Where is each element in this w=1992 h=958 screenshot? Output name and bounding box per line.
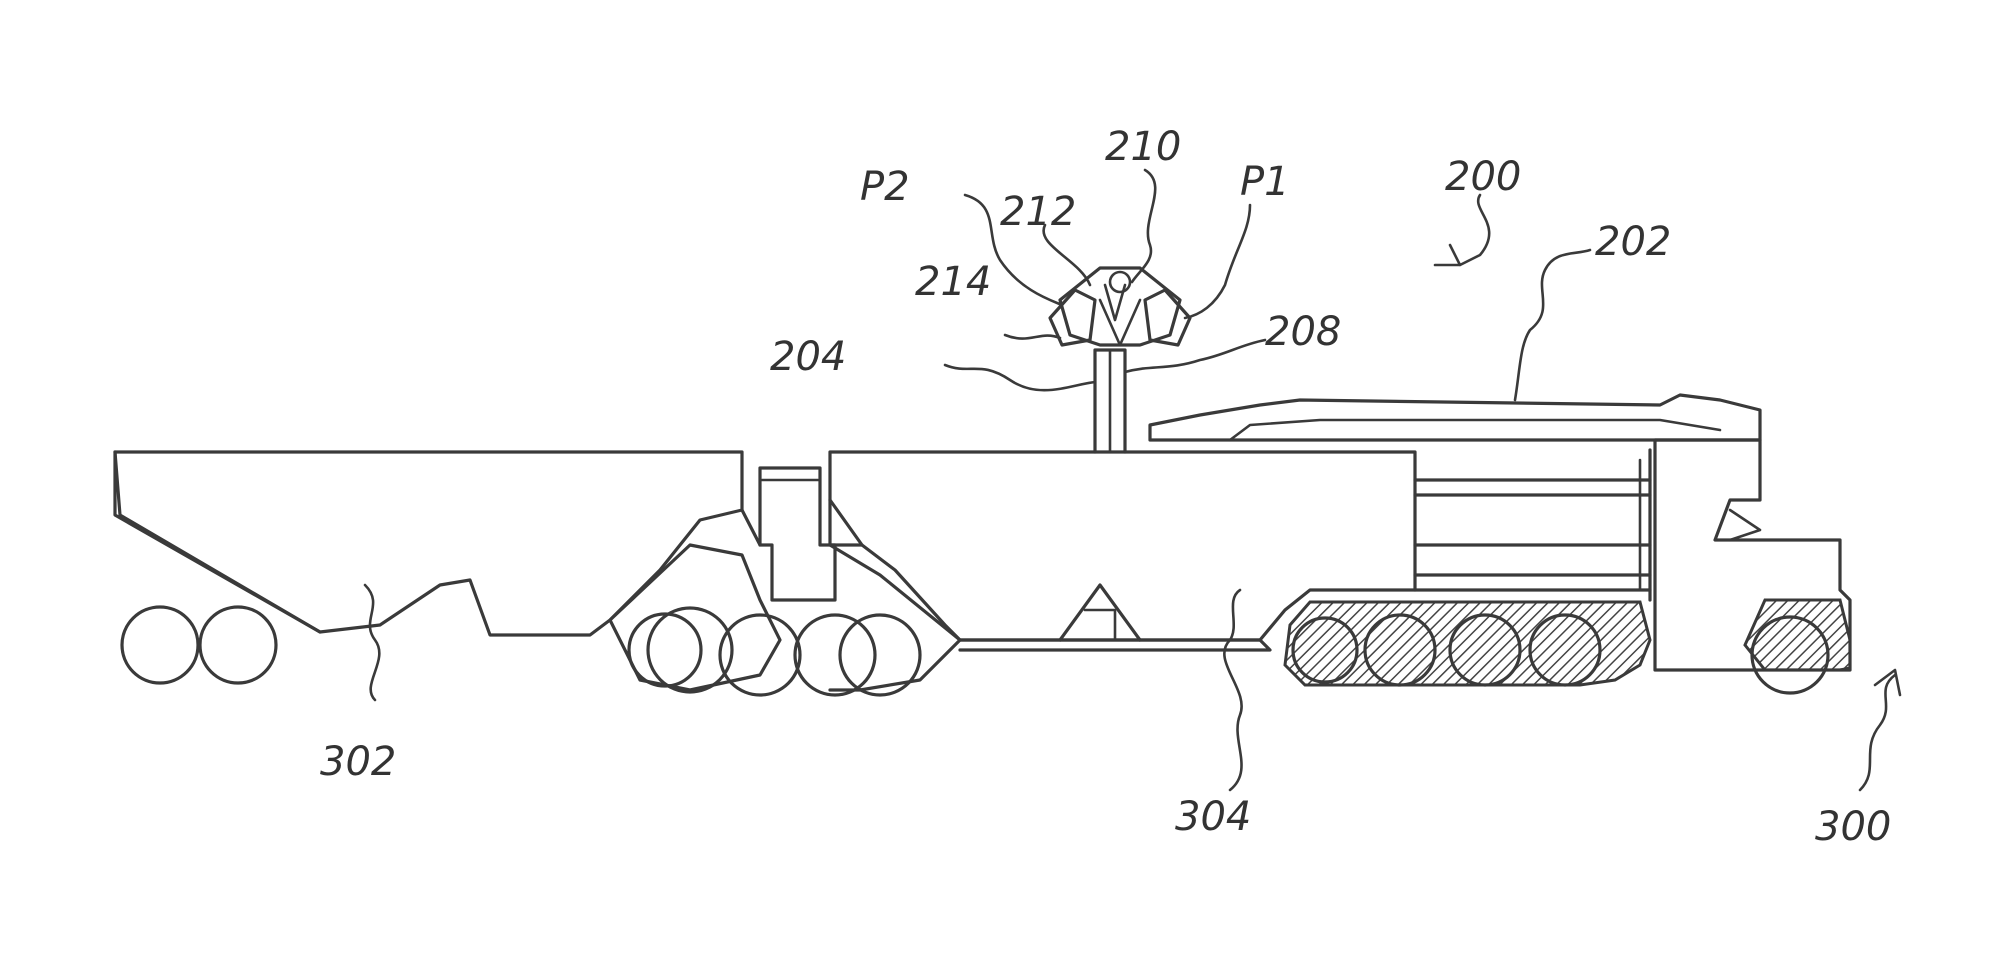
leader-214 [1005, 335, 1060, 339]
leader-202 [1515, 250, 1590, 400]
leader-204 [945, 365, 1095, 390]
rear-trailer-wheels [122, 607, 276, 683]
leader-302 [365, 585, 379, 700]
label-304: 304 [1175, 794, 1251, 840]
sensor-head [1050, 268, 1190, 345]
label-210: 210 [1105, 124, 1181, 170]
leader-p1 [1185, 205, 1250, 318]
leader-200 [1435, 195, 1489, 265]
leader-208 [1125, 340, 1265, 372]
leader-210 [1132, 170, 1155, 282]
rear-trailer [115, 452, 742, 635]
sensor-mast [1095, 350, 1125, 452]
leader-304 [1224, 590, 1241, 790]
label-p1: P1 [1240, 159, 1290, 205]
label-300: 300 [1815, 804, 1891, 850]
label-208: 208 [1265, 309, 1341, 355]
tractor-tracks [1285, 602, 1650, 685]
tractor-frame [1415, 480, 1650, 590]
trailer-coupling [742, 468, 835, 600]
label-p2: P2 [860, 164, 910, 210]
label-212: 212 [1000, 189, 1076, 235]
label-204: 204 [770, 334, 846, 380]
tractor-load [1150, 395, 1760, 440]
label-214: 214 [915, 259, 991, 305]
label-302: 302 [320, 739, 396, 785]
label-200: 200 [1445, 154, 1521, 200]
label-202: 202 [1595, 219, 1671, 265]
tractor-front-wheel [1745, 600, 1850, 693]
leader-300 [1860, 670, 1900, 790]
